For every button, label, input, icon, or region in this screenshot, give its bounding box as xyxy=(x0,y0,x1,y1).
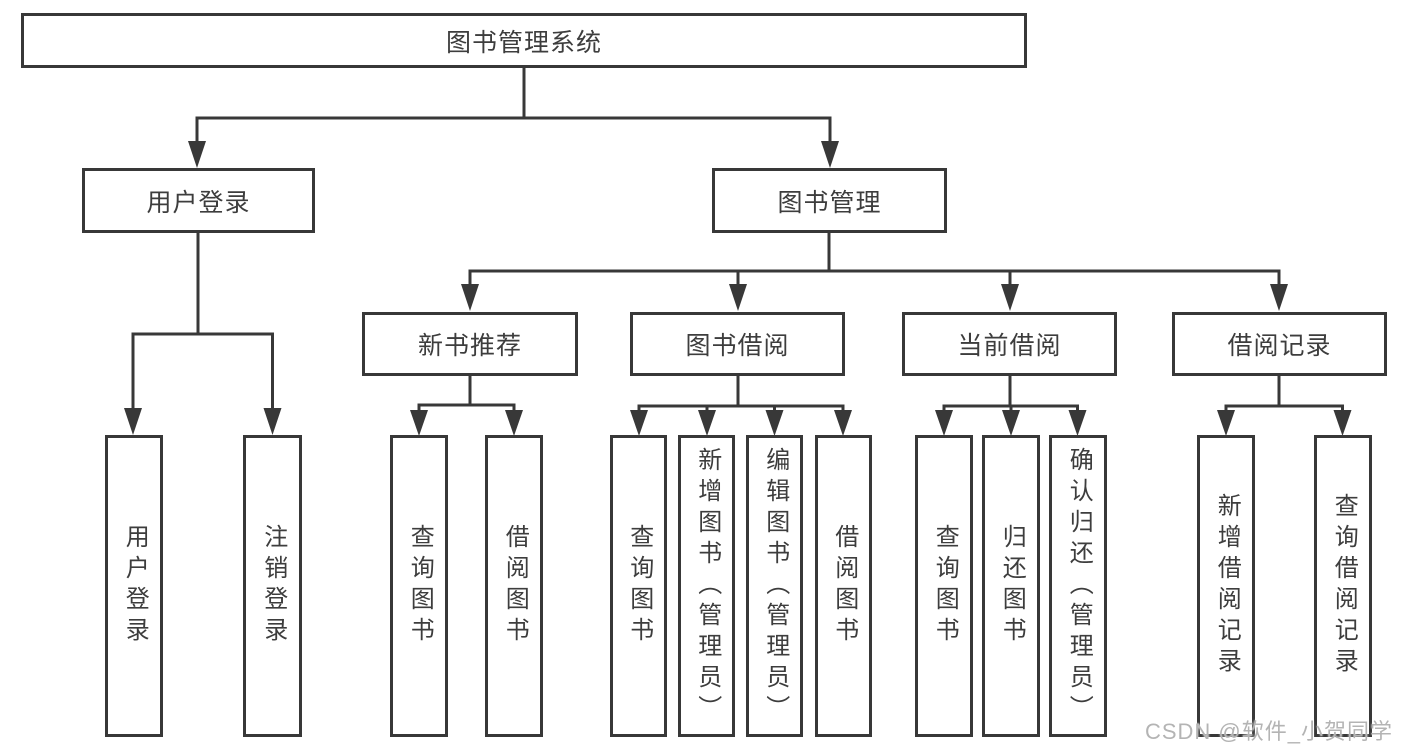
leaf-add-books-admin-label: 新增图书（管理员） xyxy=(693,446,721,726)
node-book-borrowing: 图书借阅 xyxy=(630,312,845,376)
leaf-logout: 注销登录 xyxy=(243,435,302,737)
leaf-edit-books-admin-label: 编辑图书（管理员） xyxy=(761,446,789,726)
leaf-confirm-return-admin: 确认归还（管理员） xyxy=(1049,435,1107,737)
leaf-query-borrow-record: 查询借阅记录 xyxy=(1314,435,1372,737)
leaf-logout-label: 注销登录 xyxy=(259,524,287,648)
node-borrowing-records: 借阅记录 xyxy=(1172,312,1387,376)
leaf-return-books-label: 归还图书 xyxy=(998,524,1026,648)
leaf-query-books-borrowing: 查询图书 xyxy=(610,435,667,737)
leaf-return-books: 归还图书 xyxy=(982,435,1040,737)
node-root: 图书管理系统 xyxy=(21,13,1027,68)
leaf-edit-books-admin: 编辑图书（管理员） xyxy=(746,435,803,737)
leaf-user-login-label: 用户登录 xyxy=(121,524,149,648)
leaf-query-books-recommend-label: 查询图书 xyxy=(406,524,434,648)
node-new-book-recommend: 新书推荐 xyxy=(362,312,578,376)
leaf-query-books-borrowing-label: 查询图书 xyxy=(625,524,653,648)
leaf-borrow-books-label: 借阅图书 xyxy=(830,524,858,648)
leaf-borrow-books: 借阅图书 xyxy=(815,435,872,737)
leaf-query-books-current-label: 查询图书 xyxy=(931,524,959,648)
leaf-add-books-admin: 新增图书（管理员） xyxy=(678,435,735,737)
leaf-add-borrow-record: 新增借阅记录 xyxy=(1197,435,1255,737)
leaf-query-books-current: 查询图书 xyxy=(915,435,973,737)
leaf-query-books-recommend: 查询图书 xyxy=(390,435,448,737)
leaf-add-borrow-record-label: 新增借阅记录 xyxy=(1213,493,1241,679)
leaf-borrow-books-recommend: 借阅图书 xyxy=(485,435,543,737)
leaf-user-login: 用户登录 xyxy=(105,435,163,737)
leaf-query-borrow-record-label: 查询借阅记录 xyxy=(1330,493,1358,679)
leaf-confirm-return-admin-label: 确认归还（管理员） xyxy=(1065,446,1093,726)
node-user-login: 用户登录 xyxy=(82,168,315,233)
node-book-management: 图书管理 xyxy=(712,168,947,233)
node-current-borrowing: 当前借阅 xyxy=(902,312,1117,376)
watermark-csdn: CSDN @软件_小贺同学 xyxy=(1144,719,1393,744)
leaf-borrow-books-recommend-label: 借阅图书 xyxy=(501,524,529,648)
